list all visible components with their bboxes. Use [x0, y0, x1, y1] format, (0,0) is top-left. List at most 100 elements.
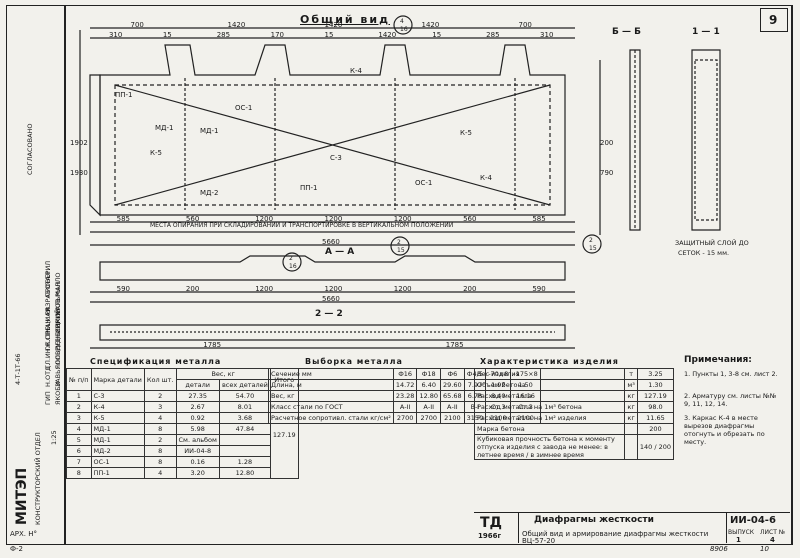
dim-top2: 15 — [432, 31, 442, 39]
bottom-left-code: Ф-2 — [10, 545, 24, 553]
dim-top2: 15 — [162, 31, 172, 39]
dim-top2: 1420 — [378, 31, 397, 39]
dim-aa: 590 — [116, 285, 131, 293]
steel-row-label: Длина, м — [268, 379, 394, 391]
mark-label: ОС-1 — [415, 179, 433, 187]
spec-cell: 0.16 — [175, 456, 220, 468]
steel-row-label: Вес, кг — [268, 390, 394, 402]
spec-title: Спецификация металла — [90, 357, 222, 366]
dim-top2: 285 — [216, 31, 231, 39]
spec-cell: 5.98 — [175, 423, 220, 435]
dim-side: 790 — [600, 169, 614, 177]
section-22-title: 2 — 2 — [315, 309, 343, 319]
dim-aa: 200 — [185, 285, 200, 293]
tb-description: Общий вид и армирование диафрагмы жестко… — [522, 530, 709, 545]
tb-sheet: 4 — [770, 536, 775, 544]
char-cell: кг — [624, 401, 638, 413]
steel-cell: 12.80 — [416, 390, 442, 402]
spec-cell: 8.01 — [218, 401, 271, 413]
spec-cell: 47.84 — [218, 423, 271, 435]
spec-cell: 3 — [66, 412, 92, 424]
mark-label: ОС-1 — [235, 104, 253, 112]
tb-doc: ИИ-04-6 — [730, 515, 776, 526]
callout-label: 16 — [289, 263, 297, 270]
dim-side: 1930 — [70, 169, 88, 177]
char-row: Кубиковая прочность бетона к моменту отп… — [473, 434, 675, 460]
dim-bottom: 1200 — [255, 215, 274, 223]
mark-label: МД-1 — [200, 127, 219, 135]
callout-label: 4 — [400, 18, 404, 25]
steel-cell: 14.72 — [392, 379, 418, 391]
tb-year: 1966г — [478, 532, 502, 540]
spec-h-num: № п/п — [66, 368, 92, 391]
section-bb-title: Б — Б — [612, 27, 641, 37]
spec-cell: 27.35 — [175, 390, 220, 402]
spec-cell: 8 — [143, 445, 177, 457]
bottom-right-b: 10 — [760, 545, 769, 553]
title-block-divider-2 — [726, 512, 727, 543]
spec-cell — [218, 445, 271, 457]
note-item: 3. Каркас К-4 в месте вырезов диафрагмы … — [684, 414, 765, 447]
char-cell: 140 / 200 — [636, 434, 675, 460]
steel-cell: А-II — [392, 401, 418, 413]
dim-aa: 1200 — [324, 285, 343, 293]
char-cell: Марка бетона — [473, 423, 626, 435]
dim-top: 700 — [518, 21, 532, 29]
spec-cell: 54.70 — [218, 390, 271, 402]
callout-label: 2 — [589, 237, 593, 244]
dim-top2: 310 — [540, 31, 554, 39]
spec-h-weight: Вес, кг — [175, 368, 271, 380]
spec-cell: 8 — [143, 423, 177, 435]
mark-label: ПП-1 — [300, 184, 318, 192]
spec-cell: МД-1 — [90, 423, 145, 435]
dim-top: 1420 — [227, 21, 246, 29]
callout-label: 2 — [289, 255, 293, 262]
char-cell: Объем бетона — [473, 379, 626, 391]
spec-cell: 2.67 — [175, 401, 220, 413]
char-cell: 11.65 — [636, 412, 675, 424]
mark-label: МД-1 — [155, 124, 174, 132]
total-length-aa: 5660 — [322, 295, 340, 303]
note-item: 2. Арматуру см. листы №№ 9, 11, 12, 14. — [684, 392, 777, 409]
notes-title: Примечания: — [684, 355, 752, 365]
spec-cell: 4 — [143, 412, 177, 424]
spec-cell: МД-1 — [90, 434, 145, 446]
char-cell: кг — [624, 390, 638, 402]
spec-cell: ОС-1 — [90, 456, 145, 468]
note-item: 1. Пункты 1, 3-8 см. лист 2. — [684, 370, 778, 378]
spec-cell: 8 — [143, 456, 177, 468]
spec-cell — [218, 434, 271, 446]
spec-cell: 6 — [66, 445, 92, 457]
spec-h-qty: Кол шт. — [143, 368, 177, 391]
drawing-frame — [64, 5, 793, 545]
steel-cell: 2100 — [440, 412, 465, 424]
spec-h-detail: детали — [175, 379, 220, 391]
steel-title: Выборка металла — [305, 357, 403, 366]
dim-bottom: 560 — [463, 215, 477, 223]
steel-cell: 29.60 — [440, 379, 465, 391]
dim-top: 1420 — [421, 21, 440, 29]
dim-aa: 1200 — [255, 285, 274, 293]
dim-aa: 200 — [463, 285, 477, 293]
dim-top2: 310 — [108, 31, 123, 39]
dim-bottom: 1200 — [393, 215, 412, 223]
char-cell: Кубиковая прочность бетона к моменту отп… — [473, 434, 626, 460]
page-number-box: 9 — [760, 8, 788, 32]
spec-cell: 7 — [66, 456, 92, 468]
steel-cell: 2700 — [392, 412, 418, 424]
mark-label: К-5 — [460, 129, 472, 137]
char-cell: 200 — [636, 423, 675, 435]
spec-cell: 2 — [66, 401, 92, 413]
mark-label: К-4 — [350, 67, 362, 75]
steel-cell: Ф18 — [416, 368, 442, 380]
